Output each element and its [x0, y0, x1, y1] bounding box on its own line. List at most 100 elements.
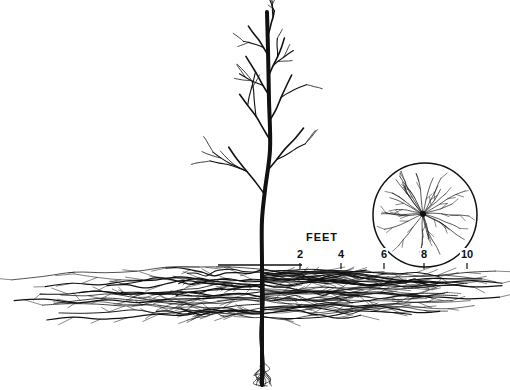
root-fibre	[474, 287, 485, 293]
lateral-root	[74, 274, 262, 282]
root-system	[0, 265, 510, 386]
root-fibre	[125, 277, 144, 280]
root-fibre	[276, 301, 293, 306]
tree-branch	[277, 29, 282, 38]
root-fibre	[52, 288, 68, 294]
inset-fibre	[393, 246, 399, 251]
lateral-root	[262, 305, 440, 313]
root-plan-inset	[373, 163, 477, 267]
root-fibre	[394, 289, 410, 291]
inset-fibre	[399, 169, 401, 177]
inset-root	[423, 214, 464, 240]
root-fibre	[102, 307, 110, 312]
root-fibre	[111, 281, 127, 285]
root-fibre	[57, 299, 76, 303]
root-fibre	[296, 295, 305, 300]
tree-branch	[237, 64, 252, 81]
tree-branch	[305, 130, 317, 144]
tree-branch	[234, 78, 251, 80]
root-fibre	[340, 267, 354, 274]
tree-branch	[252, 81, 256, 116]
inset-root	[393, 193, 423, 214]
root-fibre	[373, 271, 385, 272]
inset-fibre	[401, 163, 403, 171]
tree-branch	[243, 41, 263, 47]
root-fibre	[286, 298, 296, 299]
root-fibre	[189, 299, 200, 304]
root-fibre	[299, 310, 318, 316]
inset-fibre	[445, 226, 448, 234]
root-fibre	[336, 306, 342, 311]
tree-branch	[202, 152, 221, 158]
inset-fibre	[452, 199, 458, 204]
tree-branch	[273, 51, 293, 66]
inset-circle	[373, 163, 477, 267]
inset-fibre	[396, 203, 404, 205]
root-fibre	[195, 271, 202, 273]
root-fibre	[208, 310, 216, 315]
inset-fibre	[400, 216, 407, 219]
root-fibre	[206, 267, 225, 269]
tree-branch	[276, 38, 278, 57]
root-fibre	[326, 287, 332, 289]
lateral-root	[262, 270, 366, 280]
root-fibre	[378, 291, 397, 293]
root-fibre	[472, 281, 487, 284]
inset-fibre	[399, 196, 405, 201]
root-fibre	[388, 278, 407, 279]
root-fibre	[305, 281, 314, 288]
root-fibre	[157, 305, 170, 311]
root-fibre	[437, 268, 456, 275]
root-fibre	[336, 315, 353, 318]
root-fibre	[224, 267, 238, 272]
root-fibre	[289, 279, 298, 282]
root-fibre	[221, 283, 230, 291]
root-fibre	[240, 306, 249, 310]
root-fibre	[452, 296, 465, 300]
root-fibre	[180, 267, 200, 268]
tree-branch	[266, 0, 272, 1]
root-fibre	[150, 276, 168, 278]
root-fibre	[179, 320, 188, 323]
tree-branch	[237, 65, 245, 77]
lateral-root	[262, 277, 502, 287]
inset-root	[423, 214, 460, 228]
inset-fibre	[434, 219, 436, 227]
tree-branch	[305, 130, 315, 143]
inset-fibre	[441, 214, 448, 217]
tree-branch	[270, 0, 274, 11]
inset-fibre	[417, 182, 421, 189]
root-fibre	[392, 301, 399, 303]
tree-branch	[233, 33, 243, 41]
inset-root	[396, 180, 423, 214]
tree-branch	[306, 85, 322, 89]
tree-branch	[191, 161, 210, 164]
root-fibre	[132, 297, 149, 298]
root-fibre	[401, 304, 410, 307]
inset-fibre	[402, 239, 403, 247]
root-fibre	[143, 313, 161, 321]
lateral-root	[166, 268, 262, 276]
root-fibre	[173, 276, 192, 279]
root-fibre	[68, 272, 74, 274]
inset-fibre	[431, 195, 438, 200]
root-fibre	[273, 294, 280, 301]
root-fibre	[109, 280, 121, 282]
inset-roots	[377, 163, 475, 254]
tree-branch	[277, 144, 306, 160]
root-fibre	[307, 295, 327, 299]
tree-branch	[210, 161, 247, 171]
scale-number: 2	[296, 248, 304, 260]
lateral-root	[47, 310, 262, 320]
root-fibre	[285, 320, 300, 326]
scale-number: 8	[420, 248, 428, 260]
root-fibre	[232, 311, 250, 313]
root-fibre	[202, 269, 214, 276]
root-fibre	[317, 280, 336, 287]
root-fibre	[73, 293, 80, 301]
root-fibre	[82, 277, 97, 283]
inset-fibre	[440, 222, 447, 227]
lateral-root	[12, 267, 262, 280]
root-fibre	[56, 274, 74, 276]
